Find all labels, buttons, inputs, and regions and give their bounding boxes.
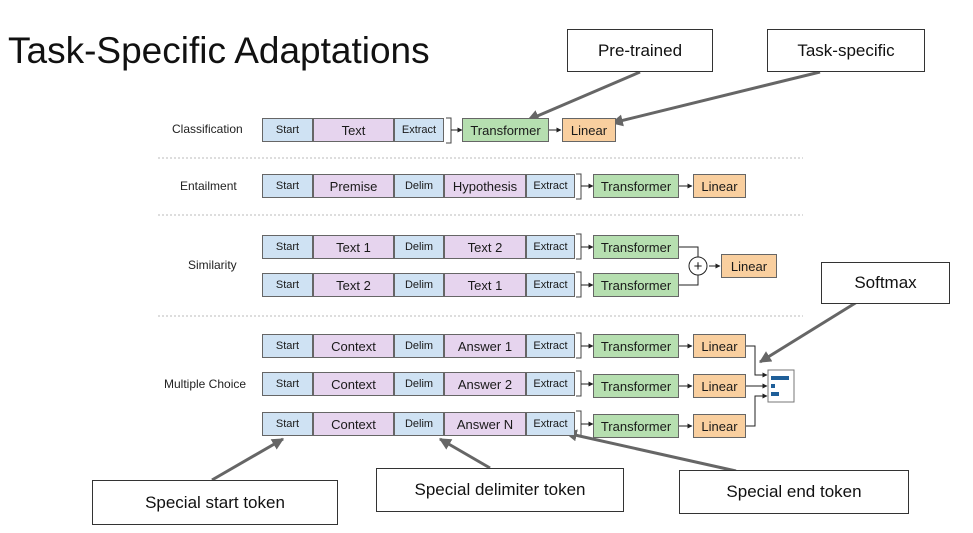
mc3-extract: Extract [526, 412, 575, 436]
label-entailment: Entailment [180, 179, 237, 193]
mc1-extract: Extract [526, 334, 575, 358]
page-title: Task-Specific Adaptations [8, 30, 430, 71]
mc2-delim: Delim [394, 372, 444, 396]
merge-line-bottom [679, 275, 699, 286]
sim2-delim: Delim [394, 273, 444, 297]
ent-delim: Delim [394, 174, 444, 198]
label-multiple-choice: Multiple Choice [164, 377, 247, 391]
sim1-transformer: Transformer [593, 235, 679, 259]
mc1-delim: Delim [394, 334, 444, 358]
mc2-context: Context [313, 372, 394, 396]
bracket-mc-3 [576, 410, 582, 437]
bracket-mc-1 [576, 332, 582, 359]
callout-softmax: Softmax [821, 262, 950, 304]
pointer-pretrained [526, 70, 641, 122]
mc2-start: Start [262, 372, 313, 396]
mc2-answer: Answer 2 [444, 372, 526, 396]
plus-symbol: + [693, 257, 703, 275]
cls-start: Start [262, 118, 313, 142]
mc2-extract: Extract [526, 372, 575, 396]
sim-linear: Linear [721, 254, 777, 278]
ent-linear: Linear [693, 174, 746, 198]
callout-task-specific: Task-specific [767, 29, 925, 72]
bracket-classification [446, 117, 452, 144]
sim1-text-a: Text 1 [313, 235, 394, 259]
mc2-transformer: Transformer [593, 374, 679, 398]
ent-transformer: Transformer [593, 174, 679, 198]
pointer-task-specific [610, 70, 821, 127]
cls-extract: Extract [394, 118, 444, 142]
bracket-entailment [576, 173, 582, 200]
flow-arrows [451, 127, 768, 429]
mc1-answer: Answer 1 [444, 334, 526, 358]
callout-delim-token: Special delimiter token [376, 468, 624, 512]
mc3-delim: Delim [394, 412, 444, 436]
sim2-transformer: Transformer [593, 273, 679, 297]
arrow-mc3-softmax [746, 393, 768, 427]
sim2-start: Start [262, 273, 313, 297]
label-similarity: Similarity [188, 258, 237, 272]
mc3-transformer: Transformer [593, 414, 679, 438]
pointer-end-token [564, 429, 737, 473]
bracket-sim-2 [576, 271, 582, 298]
sim1-start: Start [262, 235, 313, 259]
plus-node [688, 256, 708, 276]
mc3-context: Context [313, 412, 394, 436]
sim1-delim: Delim [394, 235, 444, 259]
sim2-extract: Extract [526, 273, 575, 297]
mc1-start: Start [262, 334, 313, 358]
ent-start: Start [262, 174, 313, 198]
merge-line-top [679, 246, 699, 257]
arrow-mc1-softmax [746, 345, 768, 378]
label-classification: Classification [172, 122, 243, 136]
callout-end-token: Special end token [679, 470, 909, 514]
similarity-merge [679, 246, 699, 286]
pointer-softmax [758, 300, 858, 364]
callout-pretrained: Pre-trained [567, 29, 713, 72]
callout-start-token: Special start token [92, 480, 338, 525]
softmax-bar-3 [771, 392, 779, 396]
callout-pointers [211, 70, 858, 482]
mc1-linear: Linear [693, 334, 746, 358]
softmax-icon [767, 369, 795, 403]
ent-extract: Extract [526, 174, 575, 198]
sim1-text-b: Text 2 [444, 235, 526, 259]
cls-transformer: Transformer [462, 118, 549, 142]
ent-hypothesis: Hypothesis [444, 174, 526, 198]
pointer-delim-token [438, 437, 491, 470]
mc3-linear: Linear [693, 414, 746, 438]
mc3-answer: Answer N [444, 412, 526, 436]
softmax-bar-1 [771, 376, 789, 380]
cls-text: Text [313, 118, 394, 142]
pointer-start-token [211, 437, 285, 482]
bracket-mc-2 [576, 370, 582, 397]
mc2-linear: Linear [693, 374, 746, 398]
softmax-bar-2 [771, 384, 775, 388]
mc1-context: Context [313, 334, 394, 358]
bracket-sim-1 [576, 233, 582, 260]
section-separators [158, 157, 803, 317]
ent-premise: Premise [313, 174, 394, 198]
cls-linear: Linear [562, 118, 616, 142]
sim2-text-b: Text 1 [444, 273, 526, 297]
sim2-text-a: Text 2 [313, 273, 394, 297]
mc3-start: Start [262, 412, 313, 436]
sim1-extract: Extract [526, 235, 575, 259]
mc1-transformer: Transformer [593, 334, 679, 358]
